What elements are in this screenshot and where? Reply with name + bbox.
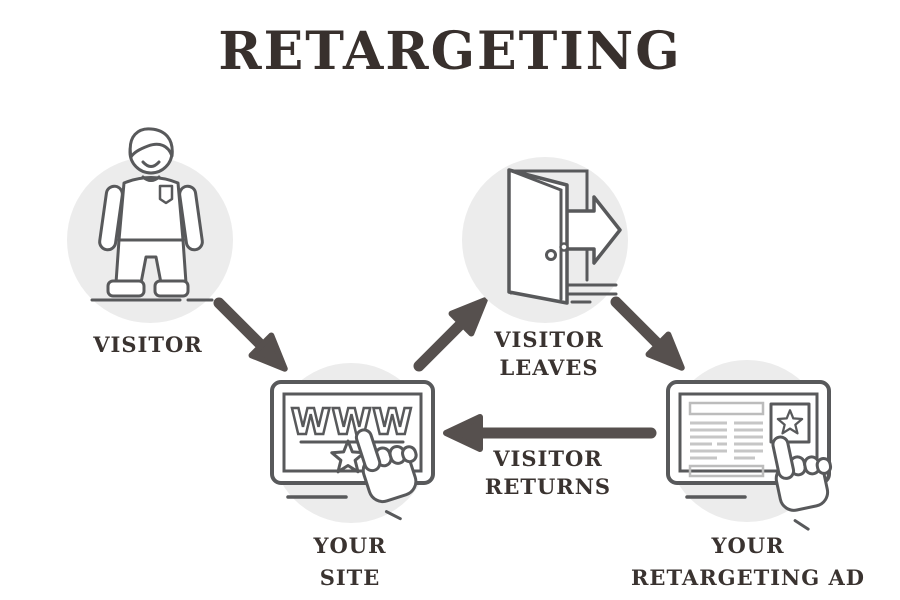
arrow-leaves-to-ad [606,292,692,378]
arrow-site-to-leaves [409,290,495,376]
www-label: WWW [291,402,413,443]
ad-browser-icon [666,380,844,535]
browser-www-icon: WWW [270,380,436,527]
arrow-visitor-returns: VISITOR RETURNS [443,414,657,499]
your-site-node: WWW YOUR SITE [270,363,436,590]
arrow-visitor-to-site [209,293,295,379]
your-site-label-line2: SITE [320,565,381,590]
visitor-label: VISITOR [92,332,202,357]
visitor-leaves-label-line2: LEAVES [499,355,598,380]
visitor-returns-label-line2: RETURNS [485,474,611,499]
person-icon [90,127,214,302]
exit-door-icon [507,168,622,305]
visitor-leaves-node: VISITOR LEAVES [462,157,628,380]
visitor-returns-label-line1: VISITOR [492,446,602,471]
retargeting-ad-label-line2: RETARGETING AD [631,565,865,590]
visitor-leaves-label-line1: VISITOR [493,327,603,352]
retargeting-ad-label-line1: YOUR [710,533,784,558]
your-site-label-line1: YOUR [312,533,386,558]
your-retargeting-ad-node: YOUR RETARGETING AD [631,360,865,590]
visitor-node: VISITOR [67,127,233,357]
page-title: RETARGETING [218,21,681,82]
